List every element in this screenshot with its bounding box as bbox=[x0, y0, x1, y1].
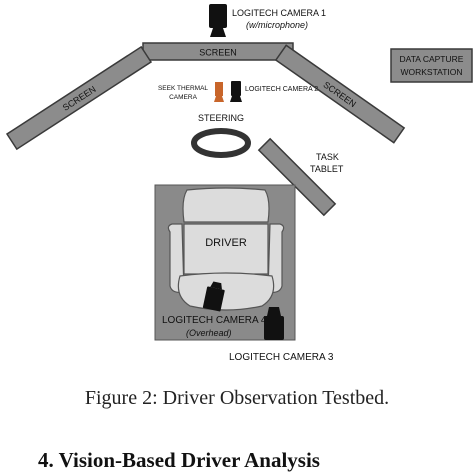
camera-2-label: LOGITECH CAMERA 2 bbox=[245, 86, 318, 93]
camera-1-label: LOGITECH CAMERA 1 bbox=[232, 8, 326, 18]
camera-3-label: LOGITECH CAMERA 3 bbox=[229, 352, 334, 363]
data-capture-workstation: DATA CAPTURE WORKSTATION bbox=[390, 48, 473, 83]
section-heading: 4. Vision-Based Driver Analysis bbox=[38, 448, 320, 472]
camera-4-note: (Overhead) bbox=[186, 328, 232, 338]
thermal-camera-label-line1: SEEK THERMAL bbox=[158, 85, 208, 92]
driver-label: DRIVER bbox=[205, 237, 247, 249]
screen-right: SCREEN bbox=[274, 44, 406, 144]
steering-label: STEERING bbox=[198, 113, 244, 123]
task-tablet bbox=[257, 137, 337, 217]
logitech-camera-3 bbox=[264, 307, 284, 340]
task-tablet-label-line1: TASK bbox=[316, 152, 339, 162]
logitech-camera-4 bbox=[202, 281, 225, 312]
screen-top: SCREEN bbox=[142, 42, 294, 61]
driver-seat bbox=[167, 187, 285, 311]
steering-wheel bbox=[191, 128, 251, 158]
seek-thermal-camera bbox=[214, 82, 224, 102]
thermal-camera-label-line2: CAMERA bbox=[169, 94, 197, 101]
logitech-camera-2 bbox=[230, 81, 242, 102]
logitech-camera-1 bbox=[209, 4, 227, 37]
screen-left: SCREEN bbox=[5, 45, 153, 151]
task-tablet-label-line2: TABLET bbox=[310, 164, 344, 174]
screen-top-label: SCREEN bbox=[199, 48, 237, 58]
figure-caption: Figure 2: Driver Observation Testbed. bbox=[84, 387, 390, 409]
camera-4-label: LOGITECH CAMERA 4 bbox=[162, 315, 267, 326]
workstation-label-line1: DATA CAPTURE bbox=[400, 54, 464, 64]
workstation-label-line2: WORKSTATION bbox=[400, 67, 462, 77]
camera-1-note: (w/microphone) bbox=[246, 20, 308, 30]
